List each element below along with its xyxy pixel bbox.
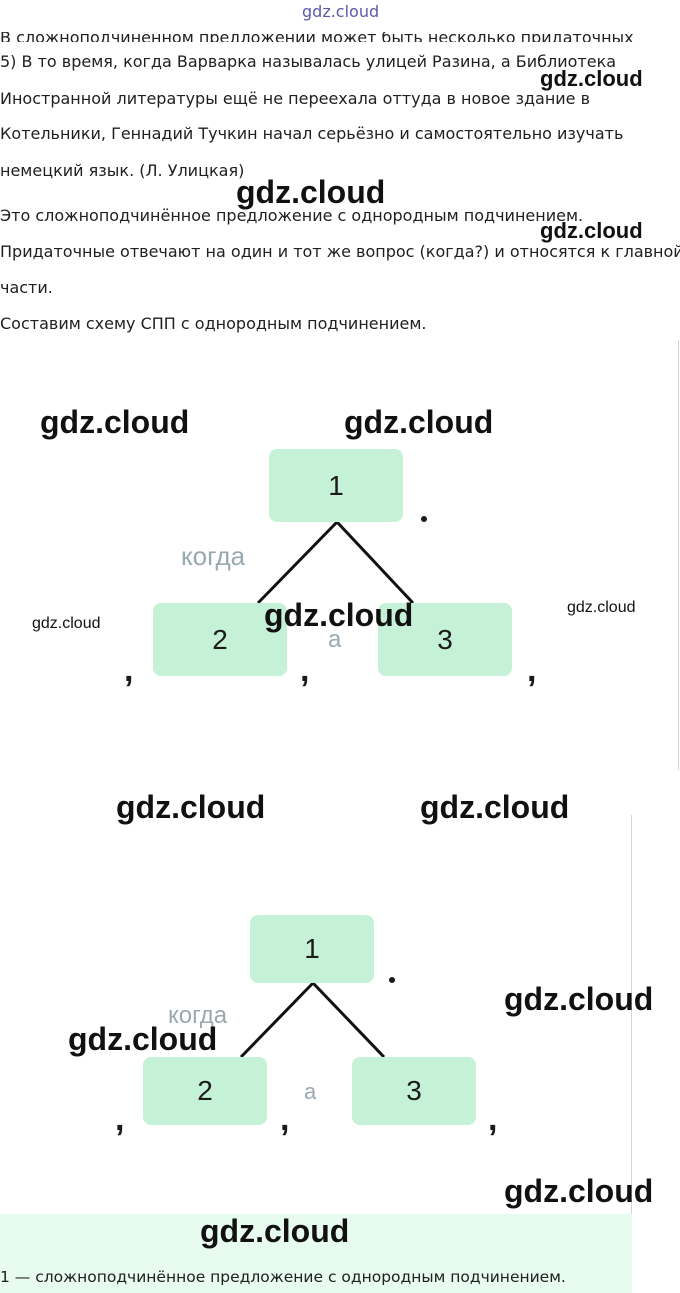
watermark: gdz.cloud [32,615,101,632]
watermark: gdz.cloud [540,66,643,91]
divider-right-1 [678,340,679,770]
example-line-4: немецкий язык. (Л. Улицкая) [0,161,245,180]
scheme2-question: когда [168,1002,228,1029]
scheme1-comma-1: , [124,651,134,689]
header-watermark: gdz.cloud [302,2,380,21]
scheme1-question: когда [181,541,246,571]
watermark: gdz.cloud [200,1213,350,1249]
watermark: gdz.cloud [504,981,654,1017]
watermark: gdz.cloud [540,218,643,243]
scheme1-comma-3: , [527,651,537,689]
scheme2-period [389,977,395,983]
scheme2-main-clause: 1 [250,915,374,983]
scheme2-line-right [311,981,386,1059]
scheme1-line-right [335,520,415,605]
example-line-3: Котельники, Геннадий Тучкин начал серьёз… [0,124,624,143]
scheme1-comma-2: , [300,651,310,689]
analysis-line-4: Составим схему СПП с однородным подчинен… [0,314,427,333]
analysis-line-1: Это сложноподчинённое предложение с одно… [0,206,584,225]
scheme2-line-left [239,981,315,1059]
scheme1-period [421,516,427,522]
scheme1-line-left [256,520,339,605]
scheme2-comma-1: , [115,1100,125,1138]
watermark: gdz.cloud [567,599,636,616]
watermark: gdz.cloud [116,789,266,825]
scheme1-clause-left: 2 [153,603,287,676]
analysis-line-2: Придаточные отвечают на один и тот же во… [0,242,680,261]
footer-text: 1 — сложноподчинённое предложение с одно… [0,1268,566,1286]
example-line-1: 5) В то время, когда Варварка называлась… [0,52,617,71]
scheme1-conjunction: а [328,626,342,653]
analysis-line-3: части. [0,278,53,297]
scheme2-clause-left: 2 [143,1057,267,1125]
watermark: gdz.cloud [344,404,494,440]
divider-right-2 [631,815,632,1290]
watermark: gdz.cloud [236,174,386,210]
intro-cut-line: В сложноподчинённом предложении может бы… [0,32,634,42]
scheme2-comma-2: , [280,1100,290,1138]
footer-band [0,1214,632,1293]
watermark: gdz.cloud [264,597,414,633]
watermark: gdz.cloud [68,1021,218,1057]
scheme1-clause-right: 3 [378,603,512,676]
example-line-2: Иностранной литературы ещё не переехала … [0,89,591,108]
scheme2-conjunction: а [304,1079,317,1104]
watermark: gdz.cloud [504,1173,654,1209]
scheme2-clause-right: 3 [352,1057,476,1125]
watermark: gdz.cloud [40,404,190,440]
watermark: gdz.cloud [420,789,570,825]
scheme1-main-clause: 1 [269,449,403,522]
scheme2-comma-3: , [488,1100,498,1138]
